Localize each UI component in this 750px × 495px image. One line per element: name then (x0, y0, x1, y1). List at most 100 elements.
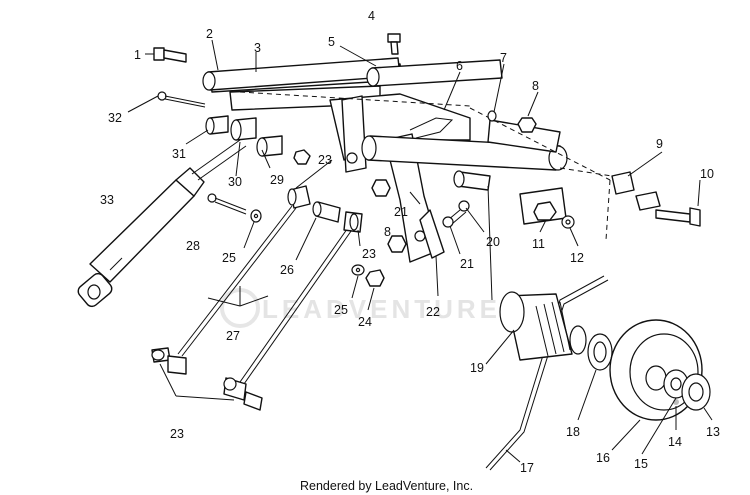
callout-8-upper[interactable]: 8 (532, 79, 539, 93)
svg-text:5: 5 (328, 35, 335, 49)
svg-text:30: 30 (228, 175, 242, 189)
callout-5[interactable]: 5 (328, 35, 335, 49)
svg-text:8: 8 (384, 225, 391, 239)
svg-text:17: 17 (520, 461, 534, 475)
callout-29[interactable]: 29 (270, 173, 284, 187)
callout-18[interactable]: 18 (566, 425, 580, 439)
part-nut-24 (365, 269, 385, 287)
callout-21-upper[interactable]: 21 (394, 205, 408, 219)
part-bearing-13 (681, 373, 711, 411)
part-8b (517, 117, 537, 133)
part-washer-18 (587, 333, 613, 371)
part-bolt-4 (387, 33, 401, 55)
svg-text:11: 11 (532, 237, 545, 251)
svg-text:25: 25 (334, 303, 348, 317)
leader-lines (127, 39, 713, 463)
callout-20[interactable]: 20 (486, 235, 500, 249)
part-bushing-23-lower (151, 347, 263, 411)
svg-text:20: 20 (486, 235, 500, 249)
part-clip-9 (611, 171, 661, 211)
svg-text:2: 2 (206, 27, 213, 41)
callout-33[interactable]: 33 (100, 193, 114, 207)
svg-text:27: 27 (226, 329, 240, 343)
part-link-rods-27 (177, 205, 357, 385)
callout-31[interactable]: 31 (172, 147, 186, 161)
part-bushing-30b (256, 135, 283, 157)
part-bolt-28 (207, 193, 247, 215)
callout-23-mid[interactable]: 23 (362, 247, 376, 261)
callout-9[interactable]: 9 (656, 137, 663, 151)
callout-23-top[interactable]: 23 (318, 153, 332, 167)
svg-text:23: 23 (362, 247, 376, 261)
callout-1[interactable]: 1 (134, 48, 141, 62)
svg-text:10: 10 (700, 167, 714, 181)
callout-23-bottom[interactable]: 23 (170, 427, 184, 441)
callout-19[interactable]: 19 (470, 361, 484, 375)
callout-8-lower[interactable]: 8 (384, 225, 391, 239)
callout-15[interactable]: 15 (634, 457, 648, 471)
callout-11[interactable]: 11 (532, 237, 545, 251)
svg-text:21: 21 (460, 257, 474, 271)
svg-text:25: 25 (222, 251, 236, 265)
callout-12[interactable]: 12 (570, 251, 584, 265)
part-washer-12 (561, 215, 575, 229)
part-bolt-32 (157, 91, 206, 108)
svg-text:19: 19 (470, 361, 484, 375)
callout-21-lower[interactable]: 21 (460, 257, 474, 271)
part-bolt-10 (655, 207, 701, 227)
callout-24[interactable]: 24 (358, 315, 372, 329)
part-sleeve-19 (499, 291, 587, 361)
part-bushing-23-upper (287, 185, 363, 233)
callout-2[interactable]: 2 (206, 27, 213, 41)
watermark-text: LEADVENTURE (262, 294, 501, 324)
svg-text:23: 23 (318, 153, 332, 167)
svg-text:31: 31 (172, 147, 186, 161)
part-shock-absorber-33 (77, 139, 247, 308)
part-belt-guide-22 (419, 209, 445, 259)
svg-text:9: 9 (656, 137, 663, 151)
callout-32[interactable]: 32 (108, 111, 122, 125)
svg-text:33: 33 (100, 193, 114, 207)
svg-text:6: 6 (456, 59, 463, 73)
svg-text:28: 28 (186, 239, 200, 253)
svg-text:16: 16 (596, 451, 610, 465)
callout-13[interactable]: 13 (706, 425, 720, 439)
callout-6[interactable]: 6 (456, 59, 463, 73)
frame-assembly (202, 57, 613, 301)
watermark-logo: LEADVENTURE (220, 288, 501, 328)
callout-28[interactable]: 28 (186, 239, 200, 253)
footer-credit: Rendered by LeadVenture, Inc. (300, 479, 473, 493)
svg-text:1: 1 (134, 48, 141, 62)
part-washer-25b (351, 264, 365, 276)
callout-4[interactable]: 4 (368, 9, 375, 23)
svg-text:21: 21 (394, 205, 408, 219)
svg-text:29: 29 (270, 173, 284, 187)
part-nut-29 (293, 149, 311, 165)
svg-text:15: 15 (634, 457, 648, 471)
callout-10[interactable]: 10 (700, 167, 714, 181)
callout-17[interactable]: 17 (520, 461, 534, 475)
callout-16[interactable]: 16 (596, 451, 610, 465)
svg-text:13: 13 (706, 425, 720, 439)
svg-text:18: 18 (566, 425, 580, 439)
part-washer-25a (250, 209, 262, 223)
callout-26[interactable]: 26 (280, 263, 294, 277)
callout-25-right[interactable]: 25 (334, 303, 348, 317)
part-bushing-31 (205, 115, 229, 135)
part-7 (487, 110, 497, 122)
part-bushing-30 (230, 117, 257, 141)
callout-27[interactable]: 27 (226, 329, 240, 343)
callout-3[interactable]: 3 (254, 41, 261, 55)
callout-22[interactable]: 22 (426, 305, 440, 319)
callout-7[interactable]: 7 (500, 51, 507, 65)
svg-text:12: 12 (570, 251, 584, 265)
svg-text:3: 3 (254, 41, 261, 55)
callout-14[interactable]: 14 (668, 435, 682, 449)
part-bracket-11 (519, 187, 567, 225)
callout-25-left[interactable]: 25 (222, 251, 236, 265)
callout-30[interactable]: 30 (228, 175, 242, 189)
svg-text:23: 23 (170, 427, 184, 441)
part-bolt-1 (153, 47, 187, 63)
svg-text:24: 24 (358, 315, 372, 329)
